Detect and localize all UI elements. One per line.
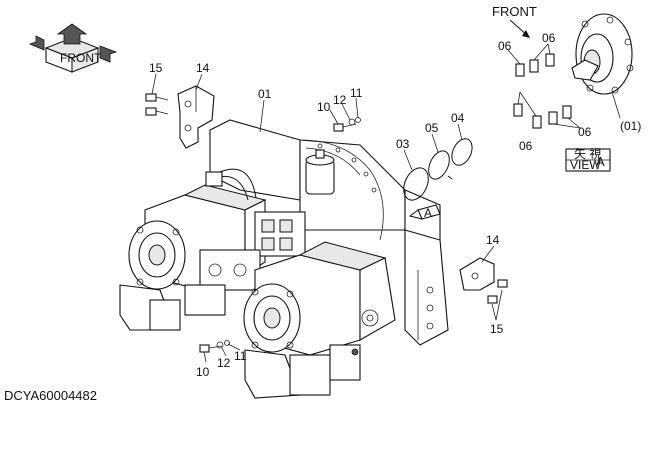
right-pump xyxy=(243,241,396,399)
view-box-jp: 矢 視 xyxy=(574,146,601,161)
callout-01: 01 xyxy=(258,87,272,101)
view-box-letter: A xyxy=(596,154,605,169)
callout-11-top: 11 xyxy=(350,86,363,100)
bolts-10-12-11-top xyxy=(333,117,361,132)
callout-15-right: 15 xyxy=(490,322,504,336)
callout-14-right: 14 xyxy=(486,233,500,247)
bolts-10-12-11-bottom xyxy=(199,340,230,353)
view-a-box xyxy=(565,148,611,172)
callout-03: 03 xyxy=(396,137,410,151)
main-housing xyxy=(209,119,449,346)
callout-06-a: 06 xyxy=(498,39,512,53)
callout-05: 05 xyxy=(425,121,439,135)
output-flange-detail xyxy=(513,13,634,129)
callout-12-bottom: 12 xyxy=(217,356,231,370)
view-ref-a: A xyxy=(424,206,432,220)
callout-04: 04 xyxy=(451,111,465,125)
orientation-icon-text: FRONT xyxy=(60,51,102,65)
callout-10-top: 10 xyxy=(317,100,331,114)
callout-12-top: 12 xyxy=(333,93,347,107)
orientation-icon: FRONT xyxy=(28,23,118,73)
callout-06-d: 06 xyxy=(519,139,533,153)
front-label: FRONT xyxy=(492,4,537,19)
callout-06-b: 06 xyxy=(542,31,556,45)
left-pump xyxy=(119,168,306,331)
leader-lines xyxy=(151,43,621,363)
bracket-14-right xyxy=(459,257,508,304)
callout-06-c: 06 xyxy=(578,125,592,139)
callout-14-top: 14 xyxy=(196,61,210,75)
bracket-14-top xyxy=(177,85,215,149)
callout-10-bottom: 10 xyxy=(196,365,210,379)
view-a-arrow xyxy=(408,204,441,220)
callout-11-bottom: 11 xyxy=(234,349,247,363)
callout-01-paren: (01) xyxy=(620,119,641,133)
drawing-code: DCYA60004482 xyxy=(4,388,97,403)
front-arrow xyxy=(509,19,530,38)
rings xyxy=(403,138,473,201)
bolts-15-top xyxy=(145,93,169,116)
callout-15-top: 15 xyxy=(149,61,163,75)
view-box-view: VIEW xyxy=(570,158,601,172)
